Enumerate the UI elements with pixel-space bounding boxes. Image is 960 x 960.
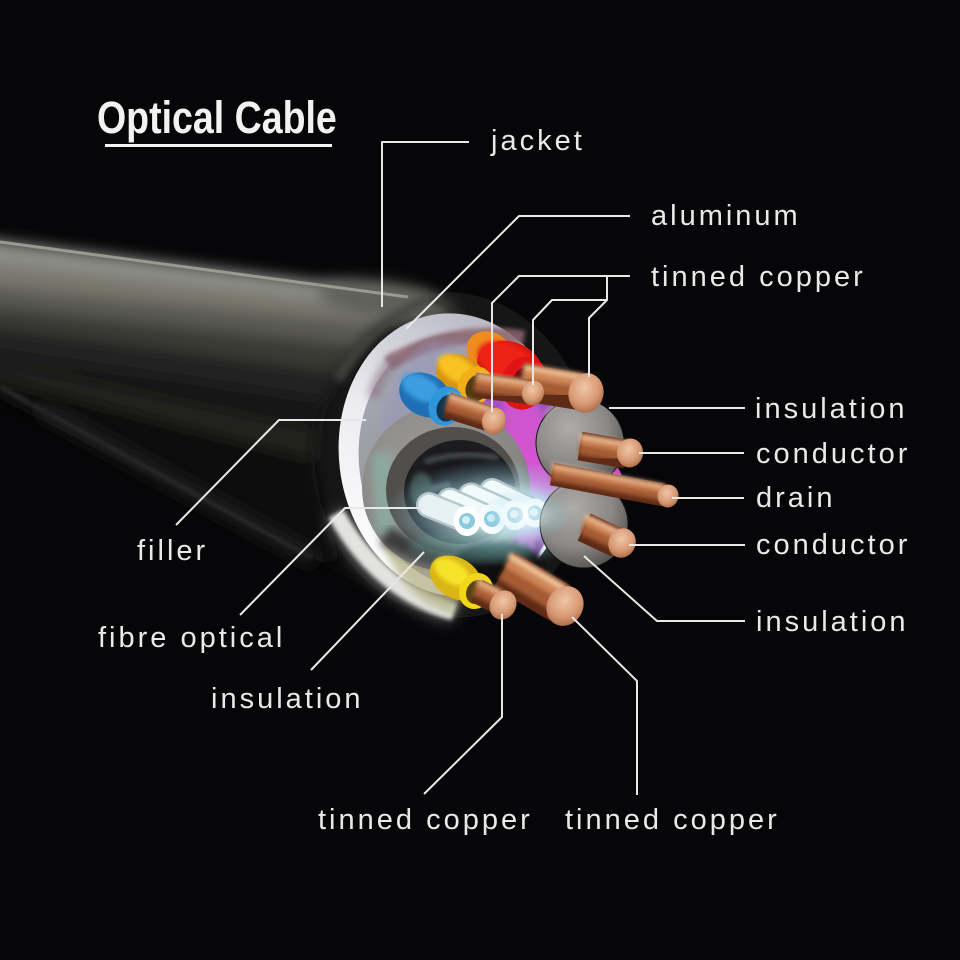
svg-text:fibre optical: fibre optical <box>98 622 285 654</box>
svg-text:conductor: conductor <box>756 438 910 470</box>
svg-text:insulation: insulation <box>756 606 909 638</box>
svg-text:conductor: conductor <box>756 529 910 561</box>
svg-text:filler: filler <box>137 535 208 567</box>
svg-text:insulation: insulation <box>755 393 908 425</box>
svg-text:tinned copper: tinned copper <box>651 261 866 293</box>
svg-text:Optical Cable: Optical Cable <box>97 92 337 143</box>
svg-text:jacket: jacket <box>490 125 585 157</box>
svg-text:aluminum: aluminum <box>651 200 801 232</box>
svg-text:drain: drain <box>756 482 836 514</box>
svg-text:insulation: insulation <box>211 683 364 715</box>
svg-text:tinned copper: tinned copper <box>565 804 780 836</box>
svg-text:tinned copper: tinned copper <box>318 804 533 836</box>
